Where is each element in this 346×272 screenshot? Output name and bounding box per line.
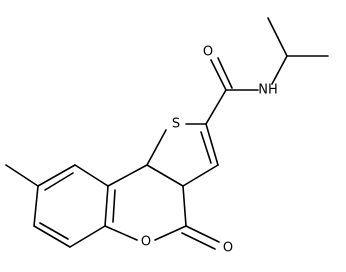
- bond-c8-methyl: [5, 164, 39, 187]
- bond-c4-o-ring: [154, 225, 187, 241]
- bond-carbonyl-thiophene: [205, 89, 227, 125]
- bond-ch-nh: [271, 55, 288, 85]
- bond-c-o-double-1: [210, 59, 227, 91]
- bond-ch3-ch-left: [267, 17, 288, 57]
- bond-c8-c9: [37, 164, 76, 187]
- bond-layer: [5, 17, 329, 250]
- atom-label-layer: O NH S O O: [141, 45, 278, 256]
- atom-s-thiophene: S: [172, 117, 180, 132]
- bond-c9b-c9a: [107, 164, 148, 187]
- bond-c3a-c9b: [146, 164, 184, 187]
- bond-c6-c7-inner: [39, 222, 69, 240]
- bond-c3a-c4: [182, 185, 187, 227]
- bond-c2-c3-inner: [200, 131, 212, 164]
- atom-o-amide-carbonyl: O: [203, 45, 213, 60]
- bond-c9a-c5a-inner: [112, 189, 116, 223]
- bond-c9-c9a: [74, 164, 109, 187]
- bond-c9a-c5a: [104, 185, 109, 227]
- bond-c4-o-lactone-1: [185, 225, 220, 243]
- bond-c4-o-lactone-2: [181, 232, 216, 250]
- bond-c6-c7: [33, 225, 71, 248]
- bond-c2-c3: [205, 123, 219, 166]
- bond-c8-c9-inner: [44, 172, 74, 191]
- atom-o-ring: O: [141, 235, 151, 250]
- bond-c5a-c6: [69, 225, 106, 248]
- bond-o-ring-c5a: [104, 225, 138, 241]
- bond-s-c9b: [146, 129, 167, 166]
- bond-c7-c8: [33, 185, 39, 227]
- atom-nh: NH: [258, 83, 278, 98]
- atom-o-lactone-carbonyl: O: [223, 241, 233, 256]
- bond-c3-c3a: [182, 164, 219, 187]
- bond-c-o-double-2: [217, 57, 233, 89]
